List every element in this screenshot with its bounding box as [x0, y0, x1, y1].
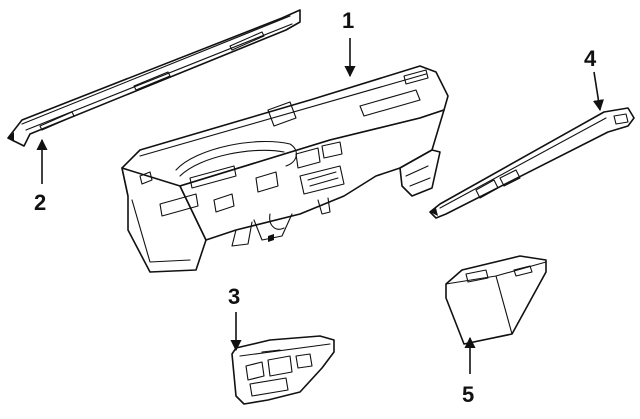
callout-3: 3 — [228, 284, 240, 309]
callout-2: 2 — [34, 190, 46, 215]
part-2-defroster-trim[interactable] — [7, 9, 301, 147]
callout-4: 4 — [584, 46, 597, 71]
callout-5: 5 — [462, 382, 474, 407]
part-4-right-trim-panel[interactable] — [429, 107, 635, 219]
part-3-lower-trim-panel[interactable] — [231, 335, 335, 405]
leader-lines — [36, 38, 604, 374]
callout-1: 1 — [342, 8, 354, 33]
part-1-instrument-panel[interactable] — [121, 65, 449, 273]
leader-4 — [592, 71, 604, 112]
part-5-glove-box[interactable] — [445, 255, 547, 345]
